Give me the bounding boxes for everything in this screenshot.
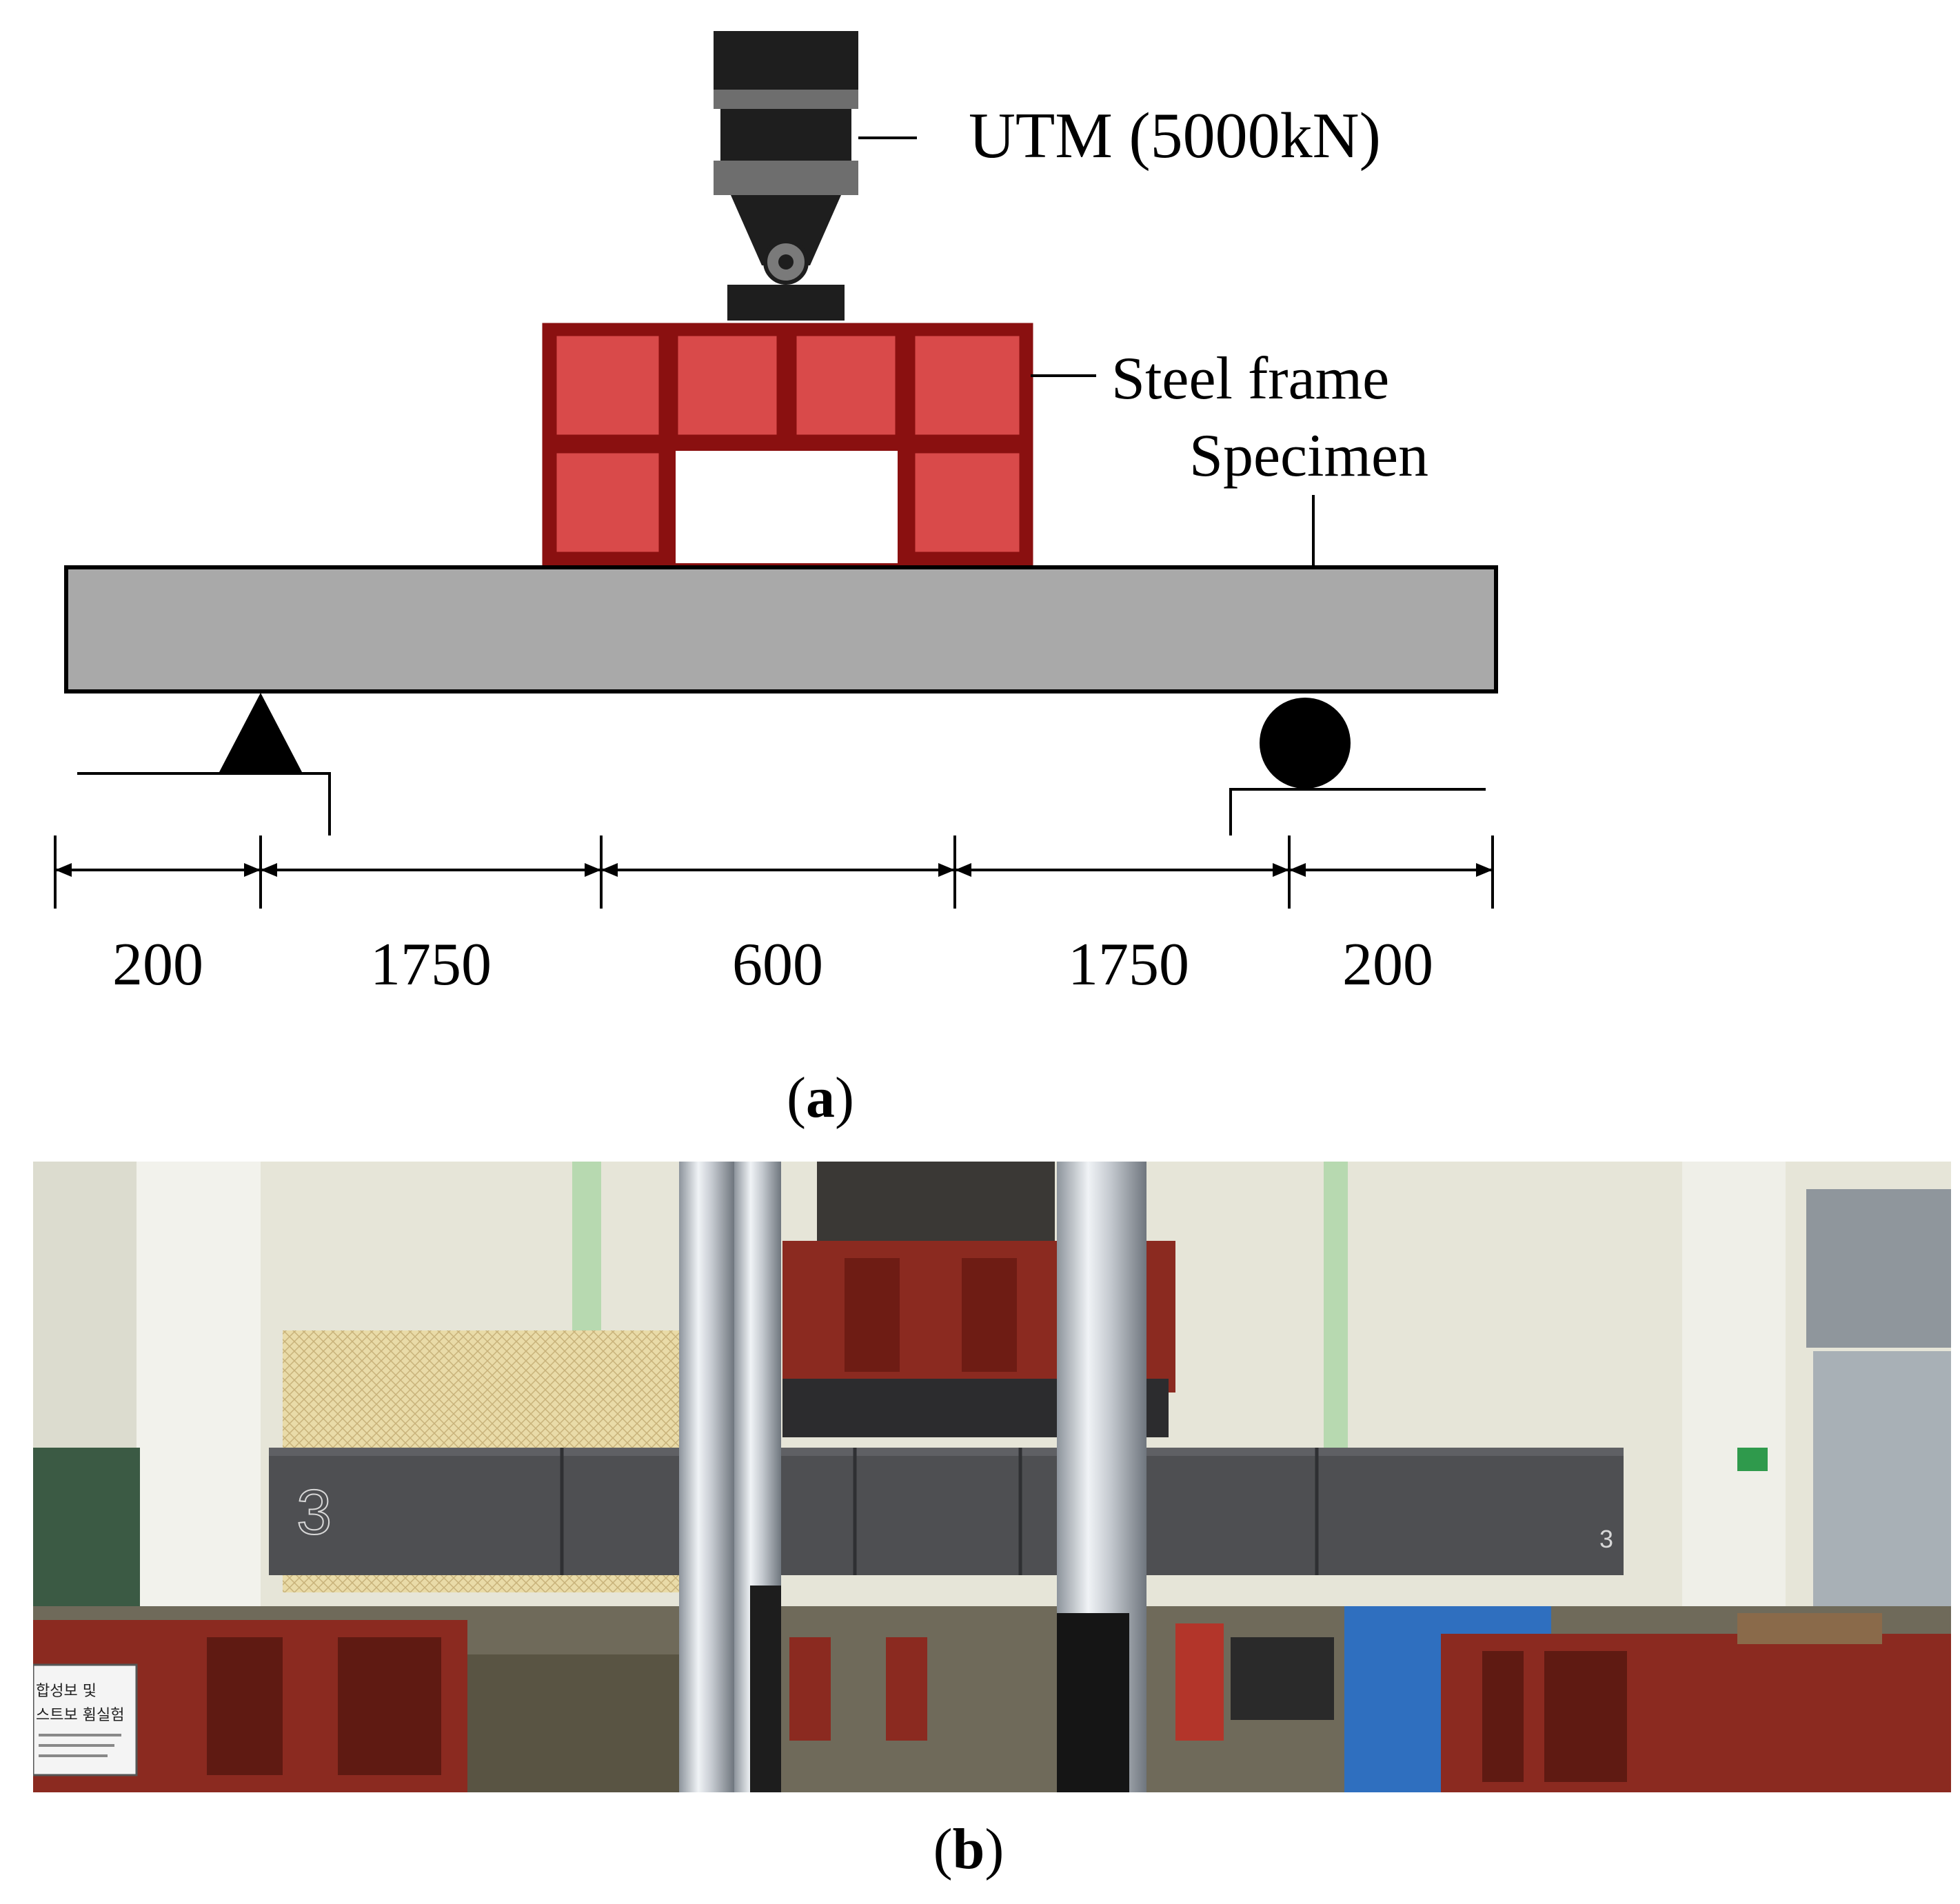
steel-frame xyxy=(542,323,1033,566)
caption-a: (a) xyxy=(787,1066,854,1130)
steel-frame-label: Steel frame xyxy=(1111,345,1389,412)
panel-a-schematic: UTM (5000kN) Steel frame Specimen xyxy=(54,31,1498,998)
photo-specimen-beam xyxy=(269,1448,1624,1575)
exit-sign-icon xyxy=(1737,1448,1768,1471)
utm-label: UTM (5000kN) xyxy=(969,100,1381,172)
dimension-label: 200 xyxy=(112,931,203,998)
dimension-label: 1750 xyxy=(370,931,492,998)
beam-mark: 3 xyxy=(296,1477,332,1548)
dimension-label: 1750 xyxy=(1068,931,1189,998)
dimension-line xyxy=(54,835,1494,909)
utm-actuator xyxy=(714,31,917,321)
roller-support xyxy=(1229,698,1486,835)
panel-b-photo: 3 3 합성보 및 스트보 휨실험 xyxy=(33,1162,1951,1792)
lab-sign: 합성보 및 스트보 휨실험 xyxy=(33,1663,138,1776)
pin-support xyxy=(77,693,331,835)
caption-a-letter: a xyxy=(806,1066,835,1130)
caption-b-letter: b xyxy=(953,1817,985,1881)
specimen-beam xyxy=(64,565,1498,693)
utm-column xyxy=(679,1162,734,1792)
beam-mark: 3 xyxy=(1599,1525,1613,1553)
sign-text: 합성보 및 xyxy=(36,1683,97,1700)
caption-b: (b) xyxy=(933,1817,1004,1881)
sign-text: 스트보 휨실험 xyxy=(36,1707,124,1724)
dimension-label: 200 xyxy=(1342,931,1433,998)
dimension-label: 600 xyxy=(732,931,823,998)
specimen-label: Specimen xyxy=(1189,423,1428,489)
